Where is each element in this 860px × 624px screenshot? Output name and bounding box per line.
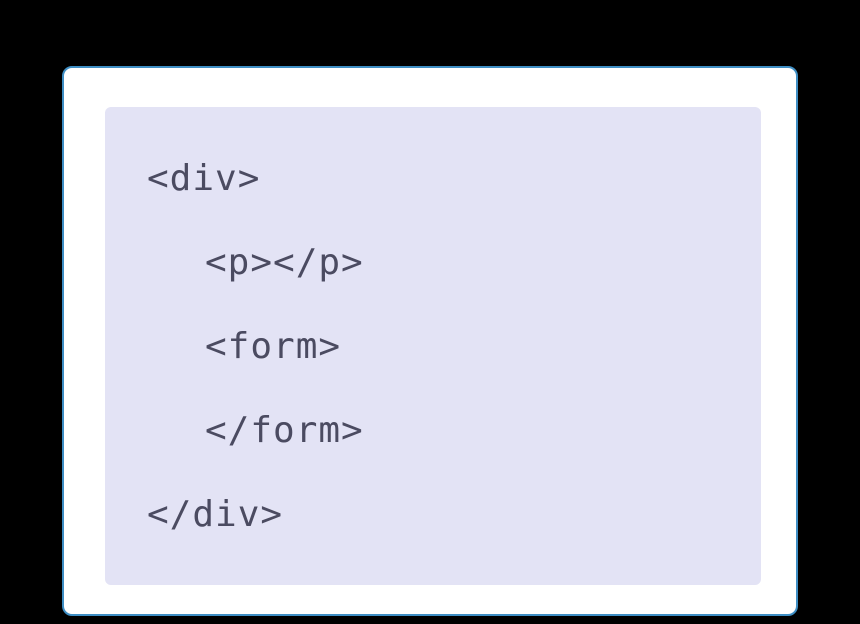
code-line: </div> xyxy=(147,494,284,535)
code-line: </form> xyxy=(205,410,364,451)
code-line: <p></p> xyxy=(205,242,364,283)
code-block: <div> <p></p> <form> </form> </div> xyxy=(105,107,761,585)
code-line: <form> xyxy=(205,326,342,367)
code-line: <div> xyxy=(147,158,261,199)
code-card: <div> <p></p> <form> </form> </div> xyxy=(62,66,798,616)
